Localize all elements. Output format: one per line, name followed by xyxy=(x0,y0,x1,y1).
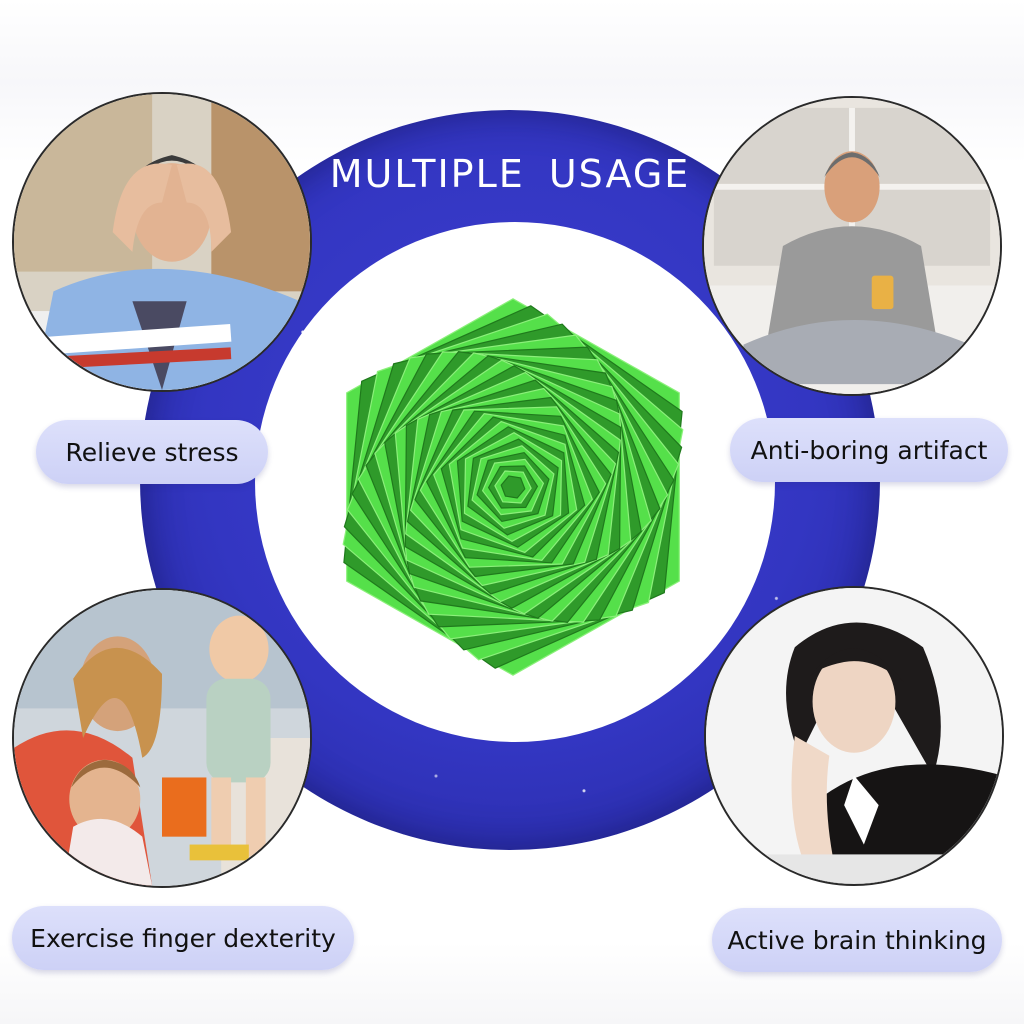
mother-children-illustration xyxy=(14,590,310,886)
label-exercise-finger-dexterity: Exercise finger dexterity xyxy=(12,906,354,970)
label-active-brain-thinking: Active brain thinking xyxy=(712,908,1002,972)
label-relieve-stress: Relieve stress xyxy=(36,420,268,484)
man-on-bed-illustration xyxy=(704,98,1000,394)
stressed-man-illustration xyxy=(14,94,310,390)
photo-mother-children xyxy=(12,588,312,888)
page-title: MULTIPLE USAGE xyxy=(329,152,691,196)
photo-stressed-man xyxy=(12,92,312,392)
photo-man-on-bed xyxy=(702,96,1002,396)
label-anti-boring-artifact: Anti-boring artifact xyxy=(730,418,1008,482)
hexagon-layer xyxy=(500,475,526,499)
hexagon-spiral-icon xyxy=(318,296,708,678)
photo-thinking-woman xyxy=(704,586,1004,886)
thinking-woman-illustration xyxy=(706,588,1002,884)
hexagon-spiral-graphic xyxy=(342,298,684,676)
